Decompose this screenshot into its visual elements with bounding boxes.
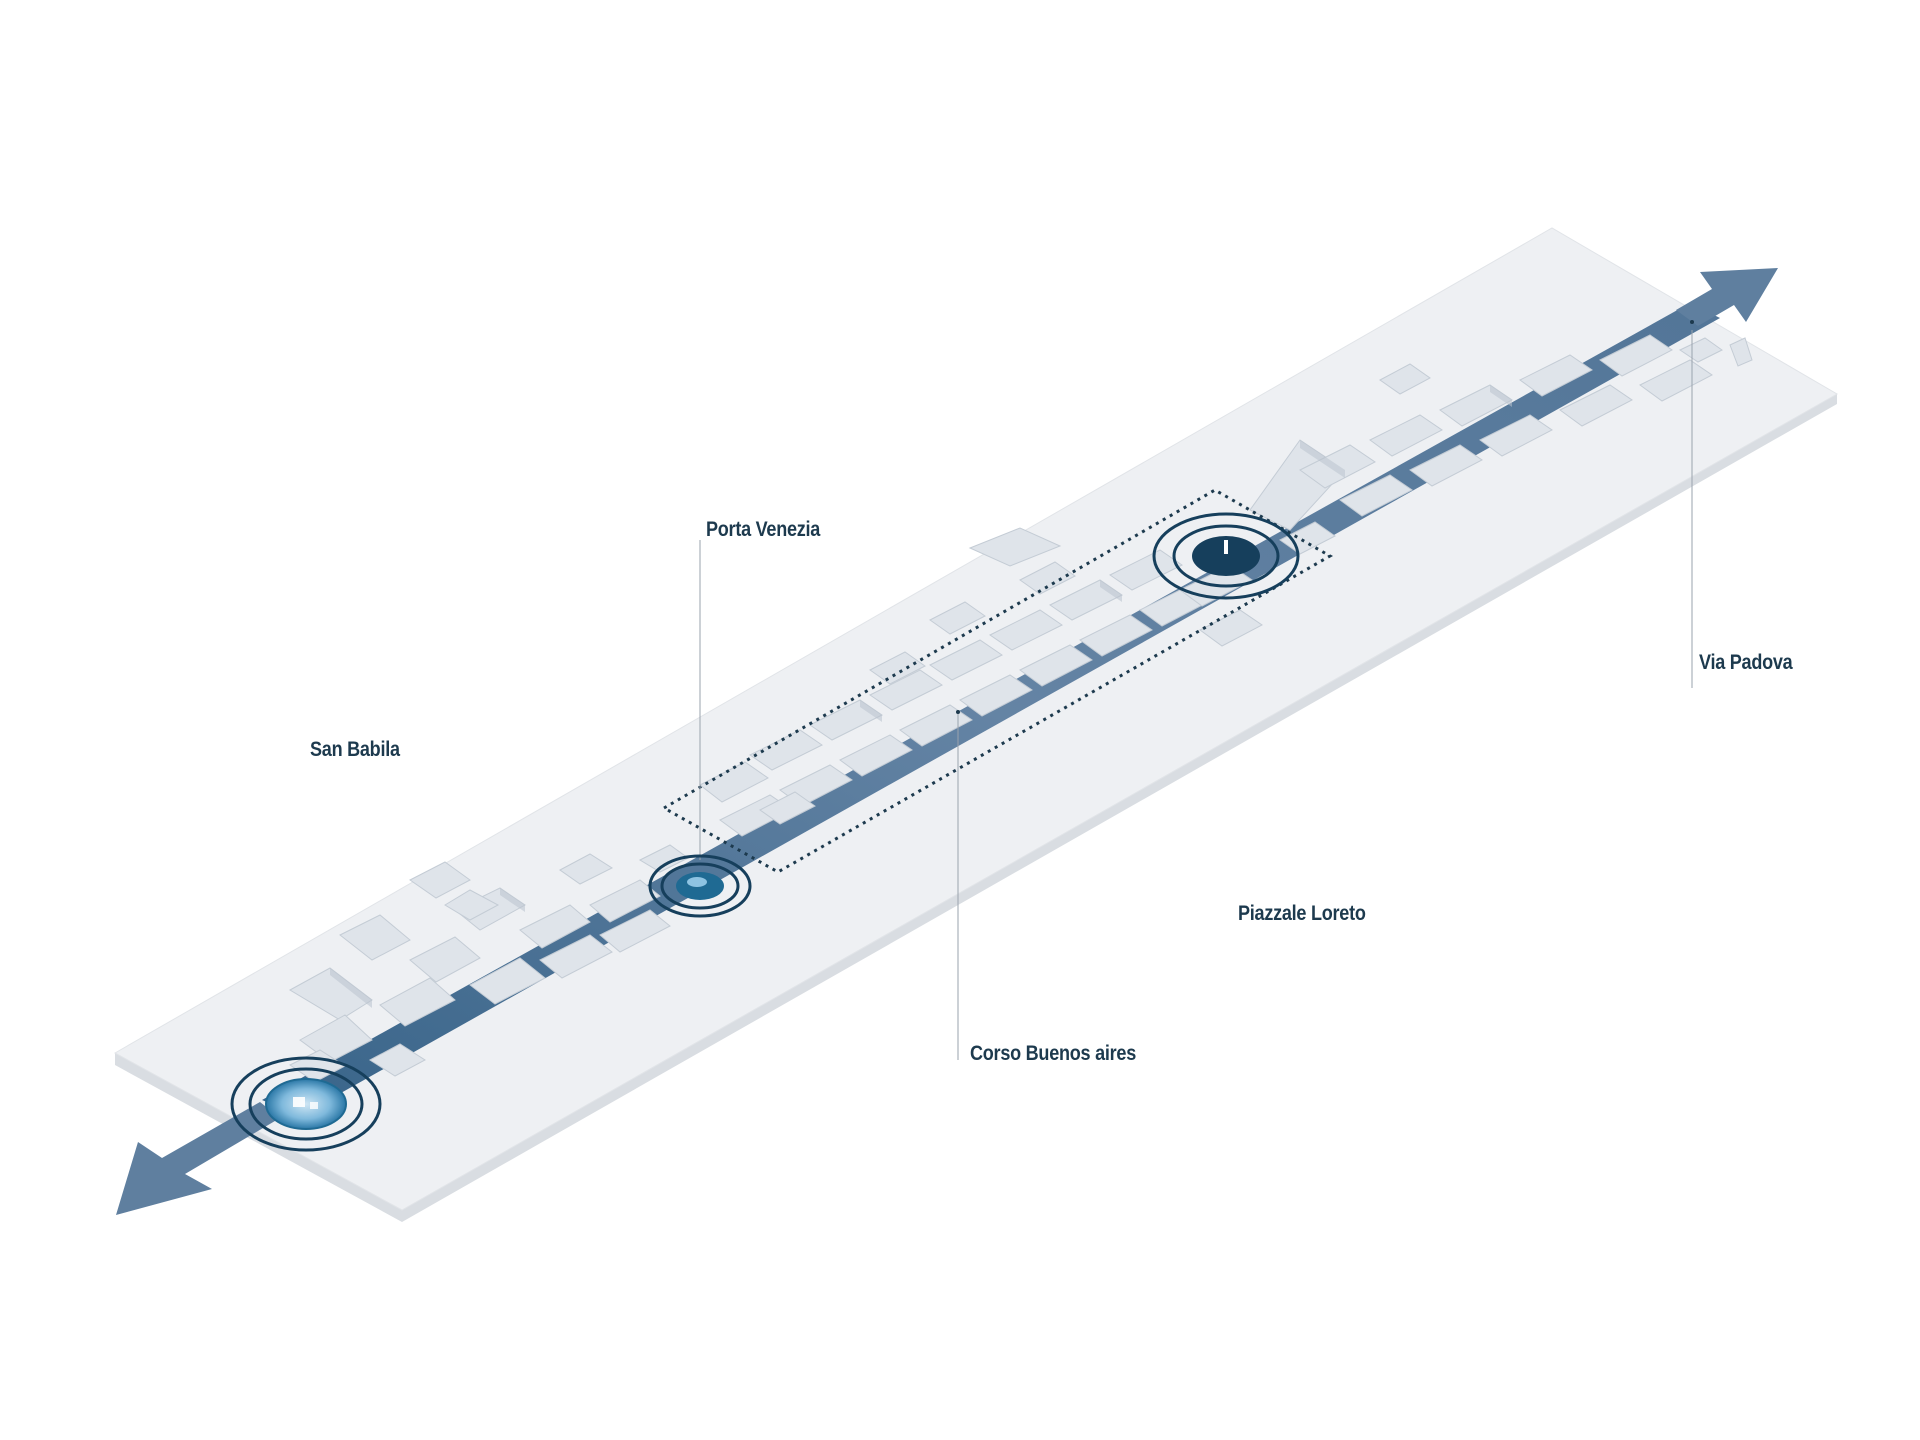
focus-box-corso-buenos-aires (660, 488, 1334, 874)
buildings (288, 334, 1753, 1083)
anchor-dot-corso-buenos-aires (956, 710, 960, 714)
label-via-padova: Via Padova (1699, 651, 1793, 674)
building-shadows (330, 385, 1512, 1008)
label-san-babila: San Babila (310, 738, 400, 761)
node-porta-venezia (648, 854, 752, 918)
axis-arrow-southwest (116, 1102, 280, 1215)
node-san-babila (230, 1056, 382, 1152)
label-porta-venezia: Porta Venezia (706, 518, 821, 541)
label-piazzale-loreto: Piazzale Loreto (1238, 902, 1366, 925)
node-piazzale-loreto (1152, 512, 1300, 600)
axis-arrow-northeast (1676, 268, 1778, 326)
label-corso-buenos-aires: Corso Buenos aires (970, 1042, 1136, 1065)
anchor-dot-via-padova (1690, 320, 1694, 324)
